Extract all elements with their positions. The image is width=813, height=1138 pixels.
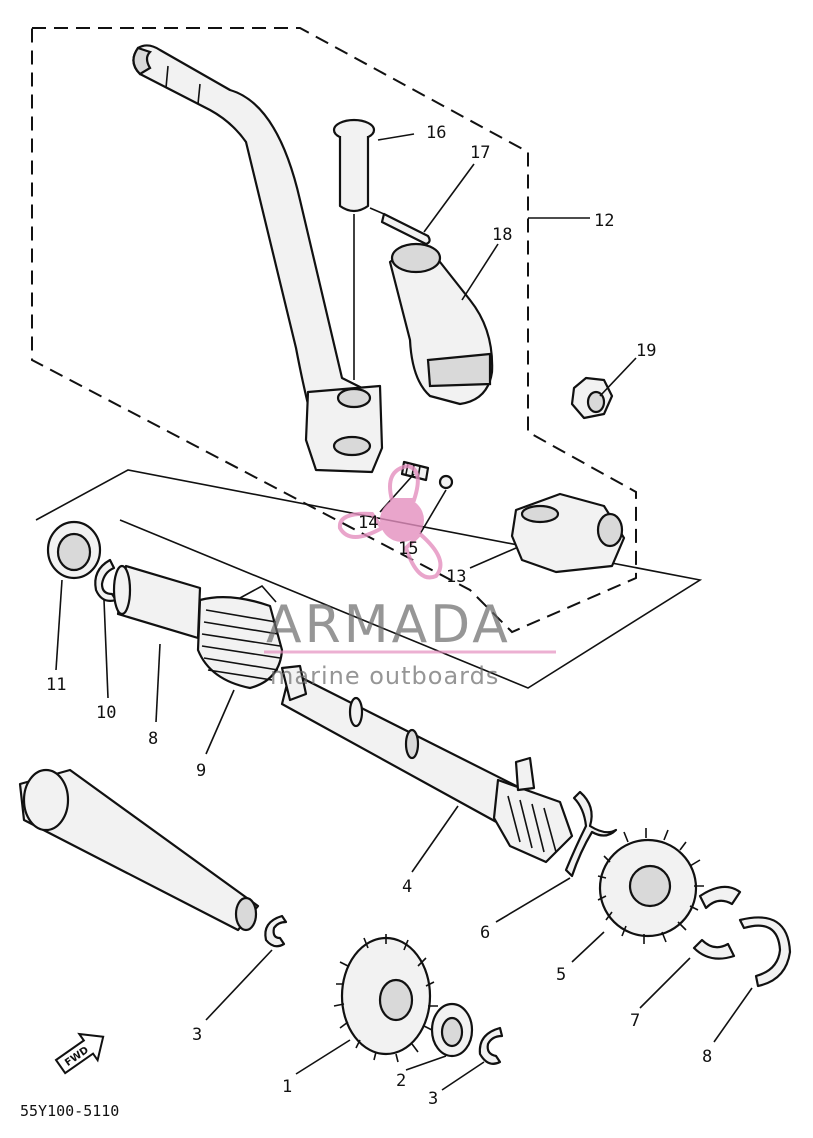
circlip-3b[interactable] (478, 1026, 504, 1065)
callout-2: 2 (396, 1071, 406, 1091)
lever-boss-19[interactable] (388, 242, 494, 406)
idle-gear-1[interactable] (333, 934, 438, 1063)
callout-9: 8 (148, 729, 158, 749)
callout-3a: 3 (192, 1025, 202, 1045)
circlip-11[interactable] (94, 558, 118, 602)
washer-2[interactable] (430, 1002, 474, 1058)
secondary-shaft[interactable] (18, 768, 260, 932)
callout-16: 15 (398, 539, 418, 559)
callout-8: 8 (702, 1047, 712, 1067)
diagram-code: 55Y100-5110 (20, 1102, 119, 1120)
callout-1: 1 (282, 1077, 292, 1097)
callout-15: 14 (358, 513, 378, 533)
collar-9[interactable] (112, 564, 202, 640)
callout-4: 4 (402, 877, 412, 897)
callout-7: 7 (630, 1011, 640, 1031)
callout-6: 6 (480, 923, 490, 943)
callout-19: 18 (492, 225, 512, 245)
spring-clip-6[interactable] (564, 790, 618, 878)
callout-5: 5 (556, 965, 566, 985)
fwd-arrow-icon: FWD (54, 1032, 105, 1075)
callout-18: 17 (470, 143, 490, 163)
circlip-3a[interactable] (264, 914, 288, 948)
kick-axle-4[interactable] (280, 664, 574, 864)
pivot-pin-17[interactable] (332, 118, 376, 380)
watermark-brand: ARMADA (266, 595, 511, 655)
callout-14: 13 (446, 567, 466, 587)
kick-lever[interactable] (132, 44, 384, 474)
nut-20[interactable] (570, 376, 614, 420)
callout-10: 9 (196, 761, 206, 781)
callout-17: 16 (426, 123, 446, 143)
oil-seal-12[interactable] (46, 520, 102, 580)
torsion-spring-10[interactable] (196, 584, 284, 690)
callout-11: 10 (96, 703, 116, 723)
callout-3b: 3 (428, 1089, 438, 1109)
callout-13: 12 (594, 211, 614, 231)
callout-12: 11 (46, 675, 66, 695)
cotter-pin-18[interactable] (369, 207, 431, 246)
callout-20: 19 (636, 341, 656, 361)
retainer-7[interactable] (692, 885, 742, 960)
ball-16[interactable] (438, 474, 454, 490)
assembly-outline-lower (35, 469, 703, 689)
watermark-tagline: marine outboards (270, 662, 499, 690)
boss-14[interactable] (510, 492, 626, 574)
assembly-boundary-13 (31, 27, 637, 634)
kick-gear-5[interactable] (597, 828, 704, 944)
circlip-8[interactable] (738, 916, 792, 988)
armada-propeller-logo (337, 463, 443, 580)
